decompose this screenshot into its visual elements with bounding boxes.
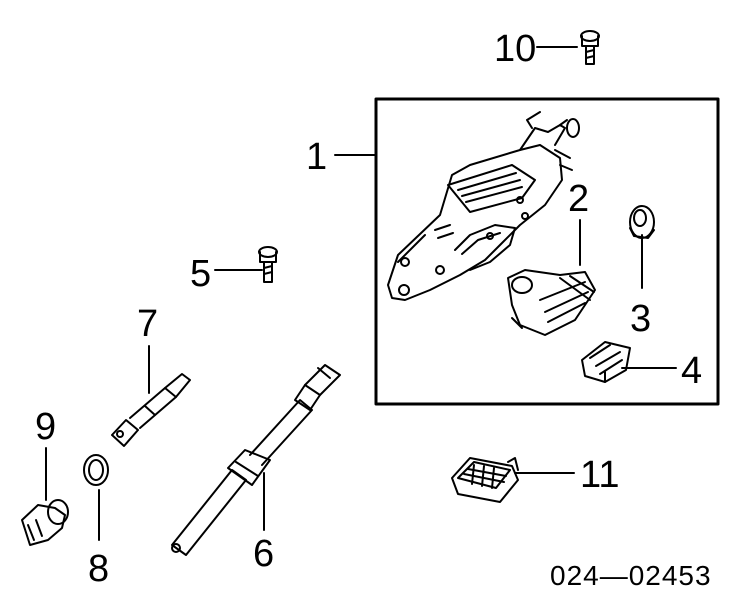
callout-4: 4 (681, 350, 703, 392)
steering-column-drawing (387, 111, 580, 301)
grommet-drawing (629, 205, 655, 239)
callout-6: 6 (253, 533, 275, 575)
switch-block-drawing (581, 341, 631, 383)
connector-drawing (451, 457, 519, 503)
callout-3: 3 (630, 298, 652, 340)
intermediate-shaft-drawing (111, 373, 191, 447)
callout-2: 2 (568, 178, 590, 220)
adjuster-bracket-drawing (507, 269, 596, 336)
seal-ring-drawing (83, 454, 109, 486)
bolt-drawing-10 (580, 30, 600, 65)
callout-8: 8 (88, 548, 110, 590)
callout-7: 7 (137, 303, 159, 345)
assembly-frame (374, 97, 720, 406)
steering-shaft-drawing (171, 364, 341, 556)
callout-9: 9 (35, 406, 57, 448)
drawing-number: 024—02453 (550, 560, 712, 591)
callout-1: 1 (306, 136, 328, 178)
bolt-drawing-5 (258, 246, 278, 283)
clip-drawing (21, 499, 69, 546)
callout-11: 11 (580, 454, 620, 496)
callout-10: 10 (494, 28, 537, 70)
callout-5: 5 (190, 253, 212, 295)
